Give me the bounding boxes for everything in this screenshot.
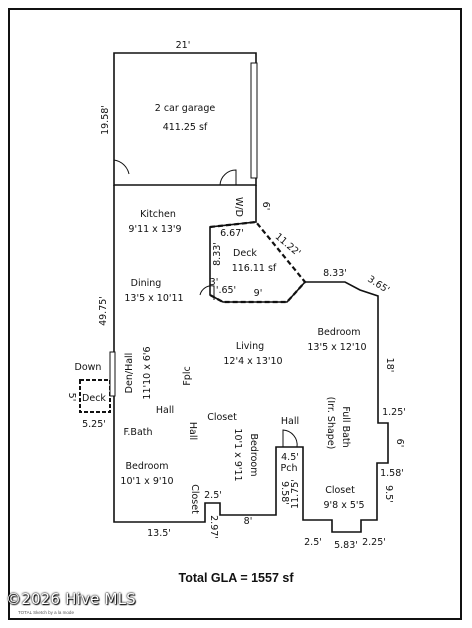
closet3-size: 9'8 x 5'5 — [323, 500, 364, 511]
dim-deck-3: 3' — [210, 277, 219, 288]
dining-label: Dining — [131, 278, 162, 289]
kitchen-size: 9'11 x 13'9 — [128, 224, 181, 235]
dim-5-83: 5.83' — [334, 540, 358, 551]
kitchen-label: Kitchen — [140, 209, 176, 220]
bedroom3-label: Bedroom — [248, 434, 259, 477]
dim-9-58: 9.58' — [279, 481, 290, 505]
dim-2-5b: 2.5' — [204, 490, 222, 501]
dim-11-75: 11.75' — [290, 479, 301, 509]
sketch-credit: TOTAL Sketch by a la mode — [18, 610, 74, 615]
hall2-label: Hall — [187, 422, 198, 440]
wd-label: W/D — [233, 197, 244, 217]
dim-pch: 4.5' — [281, 452, 299, 463]
living-size: 12'4 x 13'10 — [223, 356, 282, 367]
garage-label: 2 car garage — [155, 103, 216, 114]
dim-deck-top: 6.67' — [220, 228, 244, 239]
dim-wd: 6' — [260, 202, 271, 211]
dim-6b: 6' — [394, 439, 405, 448]
garage-walls — [113, 52, 258, 186]
dim-9-5: 9.5' — [383, 485, 394, 503]
hall-door-swing — [282, 429, 298, 448]
dim-deck-65: '.65' — [216, 285, 236, 296]
bedroom2-label: Bedroom — [126, 461, 169, 472]
small-deck-label: Deck — [82, 393, 106, 404]
dim-garage-width: 21' — [176, 40, 191, 51]
fbath-label: F.Bath — [123, 427, 152, 438]
bedroom2-size: 10'1 x 9'10 — [120, 476, 173, 487]
dim-small-deck-5: 5' — [66, 393, 77, 402]
deck-label: Deck — [233, 248, 257, 259]
dim-2-25: 2.25' — [362, 537, 386, 548]
dim-2-5a: 2.5' — [304, 537, 322, 548]
living-label: Living — [236, 341, 264, 352]
dim-1-25: 1.25' — [382, 407, 406, 418]
closet2-label: Closet — [189, 484, 200, 514]
dim-left-wall: 49.75' — [98, 296, 109, 326]
bedroom3-size: 10'1 x 9'11 — [232, 428, 243, 481]
bedroom1-size: 13'5 x 12'10 — [307, 342, 366, 353]
fplc-label: Fplc — [182, 366, 193, 385]
dim-2-97: 2.97' — [208, 515, 219, 539]
dim-deck-diag: 11.22' — [273, 231, 303, 259]
hall1-label: Hall — [156, 405, 174, 416]
plan-border — [8, 8, 462, 620]
hall3-label: Hall — [281, 416, 299, 427]
deck-door-swing — [199, 285, 215, 300]
closet1-label: Closet — [207, 412, 237, 423]
dim-garage-depth: 19.58' — [100, 105, 111, 135]
fullbath-label: Full Bath — [340, 406, 351, 447]
dim-1-58: 1.58' — [380, 468, 404, 479]
total-gla: Total GLA = 1557 sf — [178, 571, 294, 585]
main-deck — [209, 220, 307, 304]
dim-13-5: 13.5' — [147, 528, 171, 539]
closet3-label: Closet — [325, 485, 355, 496]
denhall-size: 11'10 x 6'6 — [142, 346, 153, 399]
garage-area: 411.25 sf — [163, 122, 208, 133]
fullbath-note: (Irr. Shape) — [325, 397, 336, 450]
denhall-label: Den/Hall — [124, 353, 135, 394]
dim-8-33: 8.33' — [323, 268, 347, 279]
dining-size: 13'5 x 10'11 — [124, 293, 183, 304]
bedroom1-label: Bedroom — [318, 327, 361, 338]
dim-18: 18' — [384, 358, 395, 373]
watermark: ©2026 Hive MLS — [6, 590, 136, 608]
dim-deck-bottom: 9' — [254, 288, 263, 299]
dim-deck-left: 8.33' — [212, 242, 223, 266]
pch-label: Pch — [281, 463, 298, 474]
down-label: Down — [75, 362, 102, 373]
small-deck — [79, 351, 116, 413]
dim-small-deck-5-25: 5.25' — [82, 419, 106, 430]
dim-8: 8' — [244, 516, 253, 527]
deck-area: 116.11 sf — [232, 263, 277, 274]
